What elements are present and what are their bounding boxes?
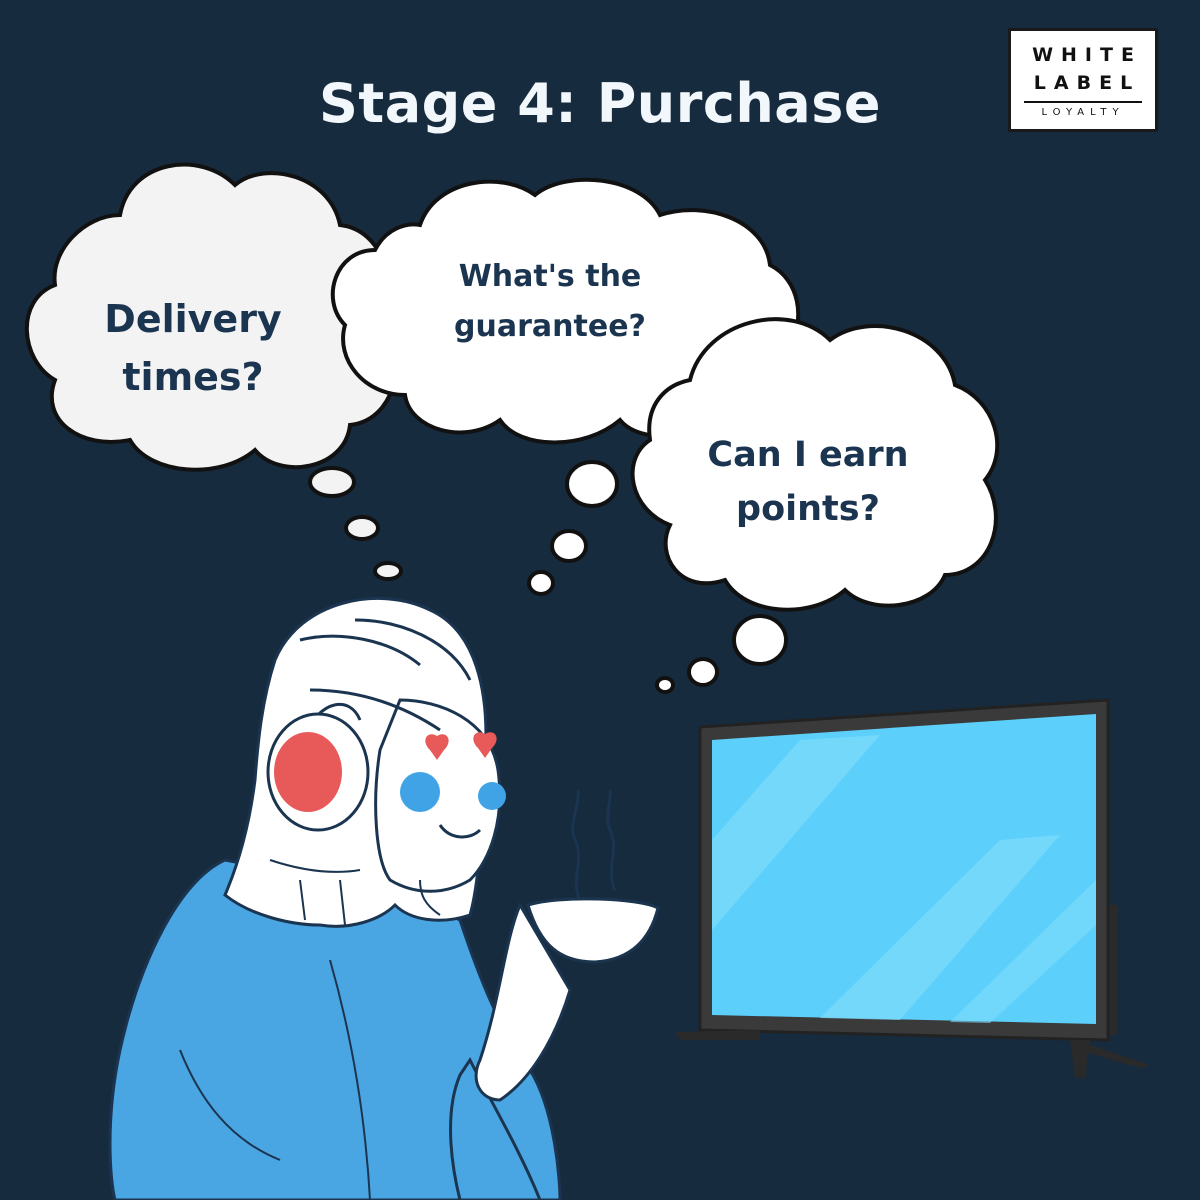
thought-line: points? [736, 489, 880, 529]
thought-bubble-points [630, 317, 1000, 694]
thought-text-points: Can I earn points? [688, 428, 928, 536]
tv-icon [675, 698, 1150, 1078]
thought-text-delivery: Delivery times? [78, 290, 308, 406]
cup-icon [526, 897, 660, 964]
thought-line: times? [122, 355, 264, 399]
brand-logo: WHITE LABEL LOYALTY [1008, 28, 1158, 132]
thought-line: Delivery [104, 297, 282, 341]
thought-line: What's the [458, 259, 642, 294]
thought-bubble-delivery [24, 162, 403, 581]
heart-eye-icon [425, 734, 449, 760]
logo-line-3: LOYALTY [1024, 101, 1142, 118]
heart-eye-icon [473, 732, 497, 758]
thought-line: Can I earn [707, 435, 909, 475]
logo-line-2: LABEL [1033, 72, 1141, 94]
page-title: Stage 4: Purchase [319, 72, 881, 135]
thought-line: guarantee? [454, 309, 646, 344]
logo-line-1: WHITE [1032, 44, 1142, 66]
person-figure [108, 597, 660, 1200]
thought-text-guarantee: What's the guarantee? [420, 252, 680, 352]
